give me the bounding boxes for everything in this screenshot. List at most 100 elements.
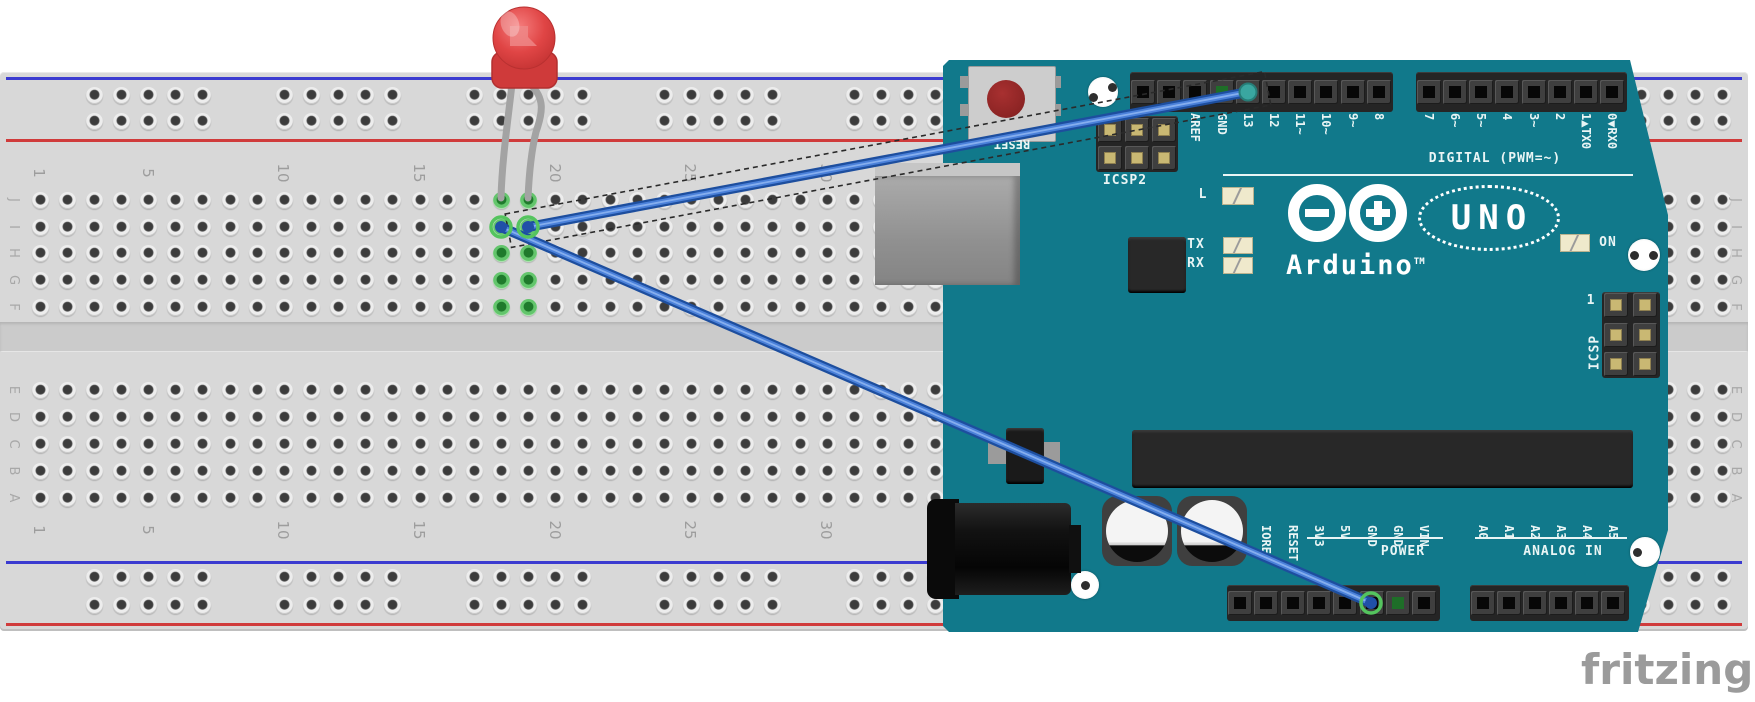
breadboard-hole[interactable] [58,218,76,236]
breadboard-hole[interactable] [628,435,646,453]
breadboard-hole[interactable] [465,112,483,130]
breadboard-hole[interactable] [330,568,348,586]
breadboard-hole[interactable] [710,218,728,236]
breadboard-hole[interactable] [465,435,483,453]
breadboard-hole[interactable] [655,218,673,236]
breadboard-hole[interactable] [791,271,809,289]
breadboard-hole[interactable] [438,244,456,262]
breadboard-hole[interactable] [818,271,836,289]
breadboard-hole[interactable] [31,218,49,236]
breadboard-hole[interactable] [85,435,103,453]
breadboard-hole[interactable] [58,435,76,453]
breadboard-hole[interactable] [737,596,755,614]
breadboard-hole[interactable] [112,408,130,426]
breadboard-hole[interactable] [411,408,429,426]
breadboard-hole[interactable] [655,568,673,586]
breadboard-hole[interactable] [330,381,348,399]
breadboard-hole[interactable] [438,381,456,399]
breadboard-hole[interactable] [1687,298,1705,316]
breadboard-hole[interactable] [167,191,185,209]
breadboard-hole[interactable] [900,381,918,399]
breadboard-hole[interactable] [1687,381,1705,399]
breadboard-hole[interactable] [791,218,809,236]
breadboard-hole[interactable] [872,489,890,507]
digital-pin-11[interactable] [1288,80,1313,104]
breadboard-hole[interactable] [275,271,293,289]
breadboard-hole[interactable] [818,191,836,209]
breadboard-hole[interactable] [682,271,700,289]
breadboard-hole[interactable] [275,381,293,399]
breadboard-hole[interactable] [710,271,728,289]
breadboard-hole[interactable] [1687,596,1705,614]
breadboard-hole[interactable] [221,489,239,507]
breadboard-hole[interactable] [574,191,592,209]
breadboard-hole[interactable] [1660,568,1678,586]
breadboard-hole[interactable] [357,271,375,289]
breadboard-hole[interactable] [547,462,565,480]
breadboard-hole[interactable] [737,112,755,130]
breadboard-hole[interactable] [112,435,130,453]
breadboard-hole[interactable] [737,218,755,236]
breadboard-hole[interactable] [492,381,510,399]
breadboard-hole[interactable] [574,271,592,289]
breadboard-hole[interactable] [574,435,592,453]
breadboard-hole[interactable] [194,435,212,453]
breadboard-hole[interactable] [140,112,158,130]
breadboard-hole[interactable] [547,568,565,586]
breadboard-hole[interactable] [1714,489,1732,507]
analog-pin-A3[interactable] [1549,591,1573,615]
breadboard-hole[interactable] [85,191,103,209]
breadboard-hole[interactable] [601,218,619,236]
breadboard-hole[interactable] [547,271,565,289]
breadboard-hole[interactable] [818,408,836,426]
breadboard-hole[interactable] [492,462,510,480]
breadboard-hole[interactable] [845,408,863,426]
breadboard-hole[interactable] [601,462,619,480]
breadboard-hole[interactable] [764,244,782,262]
breadboard-hole[interactable] [330,596,348,614]
breadboard-hole[interactable] [330,462,348,480]
breadboard-hole[interactable] [112,462,130,480]
breadboard-hole[interactable] [248,298,266,316]
breadboard-hole[interactable] [167,112,185,130]
breadboard-hole[interactable] [628,408,646,426]
breadboard-hole[interactable] [1714,435,1732,453]
breadboard-hole[interactable] [547,596,565,614]
breadboard-hole[interactable] [31,435,49,453]
breadboard-hole[interactable] [384,271,402,289]
breadboard-hole[interactable] [1714,462,1732,480]
breadboard-hole[interactable] [1687,244,1705,262]
breadboard-hole[interactable] [438,435,456,453]
gnd-wire-breadboard-endpoint[interactable] [489,215,513,239]
breadboard-hole[interactable] [357,191,375,209]
breadboard-hole[interactable] [791,244,809,262]
breadboard-hole[interactable] [357,408,375,426]
breadboard-hole[interactable] [384,191,402,209]
breadboard-hole[interactable] [248,218,266,236]
breadboard-hole[interactable] [167,298,185,316]
breadboard-hole[interactable] [710,435,728,453]
breadboard-hole[interactable] [1687,435,1705,453]
breadboard-hole[interactable] [927,435,945,453]
breadboard-hole[interactable] [900,435,918,453]
breadboard-hole[interactable] [275,112,293,130]
breadboard-hole[interactable] [764,86,782,104]
breadboard-hole[interactable] [85,244,103,262]
breadboard-hole[interactable] [302,191,320,209]
breadboard-hole[interactable] [194,596,212,614]
breadboard-hole[interactable] [302,381,320,399]
breadboard-hole[interactable] [58,191,76,209]
breadboard-hole[interactable] [927,596,945,614]
breadboard-hole[interactable] [492,86,510,104]
breadboard-hole[interactable] [737,408,755,426]
breadboard-hole[interactable] [112,86,130,104]
breadboard-hole[interactable] [302,86,320,104]
breadboard-hole[interactable] [845,435,863,453]
breadboard-hole[interactable] [58,408,76,426]
breadboard-hole[interactable] [737,244,755,262]
breadboard-hole[interactable] [31,489,49,507]
breadboard-hole[interactable] [1687,568,1705,586]
breadboard-hole[interactable] [520,298,538,316]
breadboard-hole[interactable] [85,381,103,399]
breadboard-hole[interactable] [682,596,700,614]
